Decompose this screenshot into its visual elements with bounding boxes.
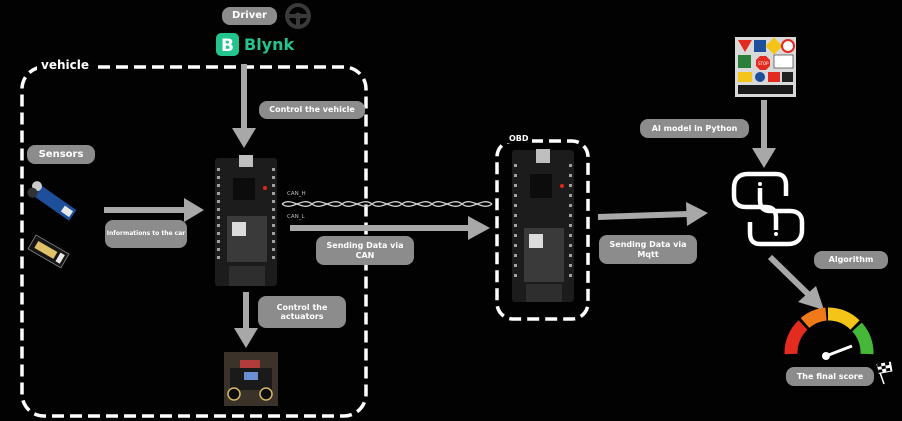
- blynk-label: Blynk: [244, 35, 295, 54]
- ai-model-label: AI model in Python: [640, 119, 749, 138]
- vehicle-label: vehicle: [37, 58, 93, 72]
- can-bus-twisted-pair: [281, 201, 493, 207]
- checkered-flag-icon: [876, 361, 893, 385]
- can-h-label: CAN_H: [287, 191, 306, 197]
- arrow-obd-to-python: [597, 202, 708, 226]
- final-score-label: The final score: [786, 367, 874, 386]
- arrow-signs-to-python: [752, 100, 776, 168]
- arrow-python-to-gauge: [767, 254, 824, 310]
- obd-container: [495, 139, 590, 321]
- sensors-label: Sensors: [27, 145, 95, 164]
- control-actuators-label: Control the actuators: [258, 296, 346, 328]
- arrow-blynk-to-esp32: [232, 64, 256, 148]
- vehicle-container: [20, 65, 368, 418]
- arrow-esp32-to-actuators: [234, 292, 258, 348]
- python-logo: [731, 171, 805, 247]
- obd-label: OBD: [506, 134, 532, 143]
- arrow-esp32-to-obd: [290, 216, 490, 240]
- driver-label: Driver: [222, 7, 277, 25]
- control-vehicle-label: Control the vehicle: [259, 101, 365, 119]
- speedometer-gauge: [784, 307, 874, 360]
- sending-mqtt-label: Sending Data via Mqtt: [599, 235, 697, 264]
- road-signs-collage: STOP: [735, 37, 796, 97]
- informations-label: Informations to the car: [105, 220, 187, 248]
- steering-wheel-icon: [285, 3, 311, 29]
- sending-can-label: Sending Data via CAN: [316, 236, 414, 265]
- arrow-sensors-to-esp32: [104, 198, 204, 222]
- esp32-board-obd: [512, 149, 574, 302]
- svg-text:STOP: STOP: [758, 61, 769, 66]
- blynk-logo: B: [216, 33, 239, 56]
- robot-car-photo: [224, 352, 278, 406]
- sensor-module-icon: [27, 181, 77, 269]
- svg-text:B: B: [221, 36, 234, 56]
- can-l-label: CAN_L: [287, 214, 305, 220]
- algorithm-label: Algorithm: [814, 251, 888, 269]
- esp32-board-vehicle: [215, 155, 277, 286]
